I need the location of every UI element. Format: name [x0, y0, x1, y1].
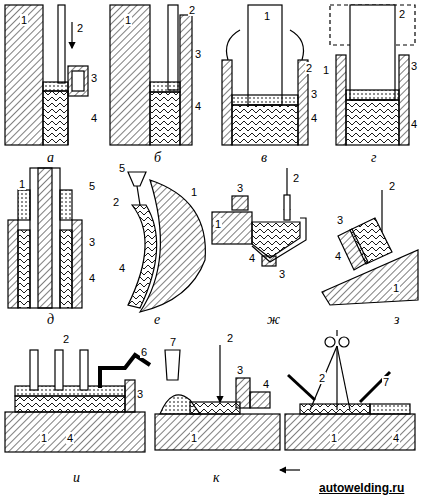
callout-number: 4 — [66, 432, 74, 444]
callout-number: 3 — [194, 48, 202, 60]
figure-letter: ж — [266, 312, 281, 327]
callout-number: 3 — [236, 182, 244, 194]
callout-number: 2 — [398, 8, 406, 20]
callout-number: 1 — [330, 432, 338, 444]
callout-number: 1 — [263, 10, 271, 22]
callout-number: 2 — [76, 22, 84, 34]
callout-number: 1 — [322, 64, 330, 76]
callout-number: 3 — [310, 88, 318, 100]
callout-number: 2 — [188, 4, 196, 16]
callout-number: 4 — [90, 112, 98, 124]
callout-number: 7 — [382, 376, 390, 388]
callout-number: 4 — [248, 252, 256, 264]
callout-number: 1 — [392, 282, 400, 294]
callout-number: 2 — [292, 172, 300, 184]
callout-number: 3 — [278, 268, 286, 280]
figure-letter: в — [260, 150, 268, 165]
callout-number: 1 — [214, 218, 222, 230]
callout-number: 1 — [20, 14, 28, 26]
figure-letter: д — [46, 312, 55, 327]
callout-number: 3 — [88, 236, 96, 248]
callout-number: 1 — [190, 186, 198, 198]
callout-number: 6 — [140, 346, 148, 358]
figure-letter: к — [212, 470, 221, 485]
callout-number: 4 — [310, 112, 318, 124]
callout-number: 4 — [118, 262, 126, 274]
callout-number: 2 — [305, 62, 313, 74]
callout-number: 5 — [88, 180, 96, 192]
figure-letter: и — [72, 470, 81, 485]
callout-number: 3 — [236, 364, 244, 376]
callout-number: 2 — [112, 196, 120, 208]
figure-letter: е — [153, 312, 161, 327]
callout-number: 2 — [226, 332, 234, 344]
figure-letter: а — [46, 150, 55, 165]
callout-number: 4 — [334, 250, 342, 262]
callout-number: 3 — [336, 214, 344, 226]
callout-number: 4 — [88, 272, 96, 284]
callout-number: 1 — [124, 14, 132, 26]
callout-number: 1 — [18, 178, 26, 190]
figure-letter: г — [370, 150, 377, 165]
callout-number: 4 — [194, 100, 202, 112]
figure-letter: з — [393, 312, 400, 327]
callout-number: 2 — [318, 372, 326, 384]
callout-number: 2 — [388, 180, 396, 192]
figure-letter: б — [153, 150, 162, 165]
callout-number: 4 — [262, 378, 270, 390]
callout-number: 3 — [90, 72, 98, 84]
callout-number: 2 — [62, 333, 70, 345]
callout-number: 4 — [392, 432, 400, 444]
callout-number: 5 — [118, 162, 126, 174]
callout-number: 4 — [410, 118, 418, 130]
callout-number: 3 — [410, 60, 418, 72]
watermark: autowelding.ru — [318, 482, 405, 494]
callout-number: 7 — [169, 336, 177, 348]
callout-number: 1 — [190, 432, 198, 444]
callout-number: 3 — [136, 388, 144, 400]
callout-number: 1 — [40, 432, 48, 444]
